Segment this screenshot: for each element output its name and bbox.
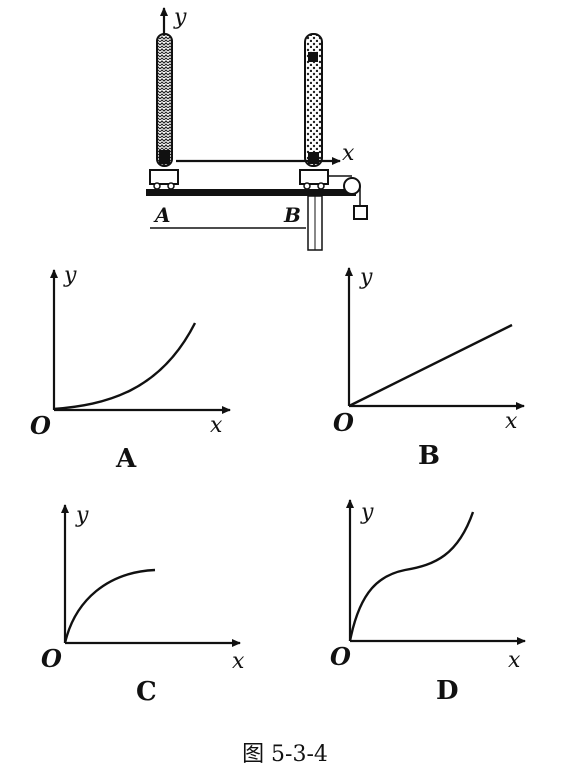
graph-d: y x O D xyxy=(330,499,526,706)
graph-a-x-label: x xyxy=(210,413,223,438)
graph-b-y-label: y xyxy=(359,265,373,290)
graph-a-origin: O xyxy=(30,411,51,440)
tube-b-base xyxy=(308,152,319,164)
tube-a xyxy=(156,33,173,167)
track-rail xyxy=(146,189,356,196)
hanging-weight xyxy=(353,205,368,220)
graph-b: y x O B xyxy=(333,265,525,471)
option-c-label: C xyxy=(136,677,157,707)
cart-a xyxy=(149,169,179,185)
figure-caption: 图 5-3-4 xyxy=(242,742,328,767)
tube-a-block xyxy=(159,150,170,164)
option-b-label: B xyxy=(418,441,440,471)
graph-a-y-label: y xyxy=(63,263,77,288)
graph-a: y x O A xyxy=(30,263,231,474)
point-a-label: A xyxy=(153,203,171,227)
graph-c: y x O C xyxy=(41,503,245,707)
graph-c-y-label: y xyxy=(75,503,89,528)
graph-b-line xyxy=(348,323,513,408)
graph-a-curve xyxy=(53,322,197,411)
red-candle-block xyxy=(308,52,318,62)
apparatus-diagram: y x A B xyxy=(146,5,368,251)
cart-b xyxy=(299,169,329,185)
graph-d-origin: O xyxy=(330,642,351,671)
graph-c-origin: O xyxy=(41,644,62,673)
apparatus-y-label: y xyxy=(173,5,187,30)
graph-c-x-label: x xyxy=(232,649,245,674)
point-b-label: B xyxy=(283,203,301,227)
option-a-label: A xyxy=(115,444,137,474)
graph-b-x-label: x xyxy=(505,409,518,434)
pulley xyxy=(343,177,361,195)
graph-d-y-label: y xyxy=(360,500,374,525)
option-d-label: D xyxy=(436,676,459,706)
graph-d-x-label: x xyxy=(508,648,521,673)
apparatus-x-label: x xyxy=(342,141,355,166)
tube-b xyxy=(304,33,323,167)
graph-b-origin: O xyxy=(333,408,354,437)
graph-d-curve xyxy=(348,511,475,642)
graph-c-curve xyxy=(63,568,156,644)
